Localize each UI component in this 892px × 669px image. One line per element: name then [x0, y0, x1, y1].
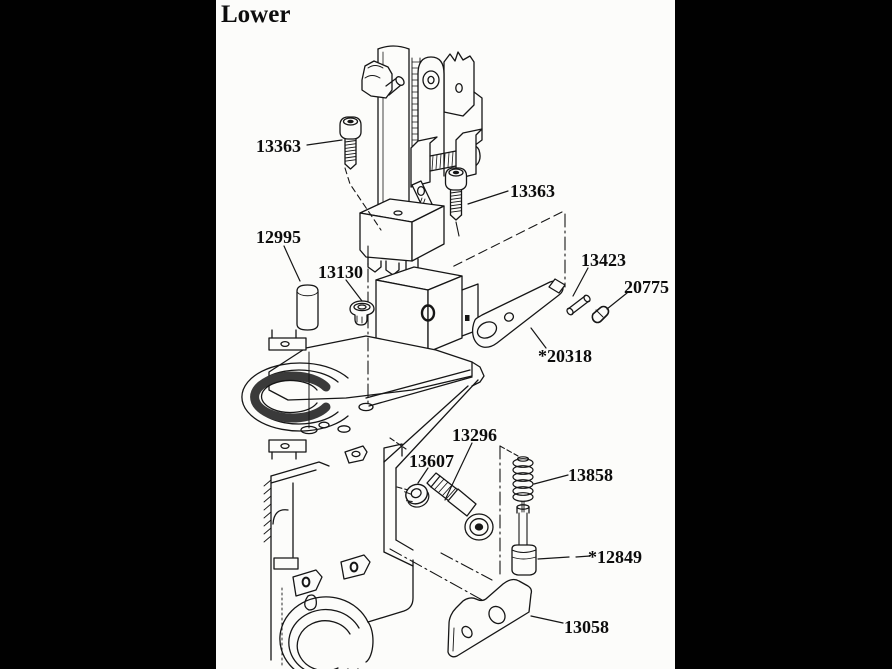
leader-13607: [417, 467, 429, 484]
part-label-12849: *12849: [588, 547, 642, 567]
exploded-diagram-svg: 13363 13363 12995 13130 13423 20775 *203…: [241, 45, 669, 669]
part-label-12995: 12995: [256, 227, 301, 247]
part-label-20318: *20318: [538, 346, 592, 366]
part-plate-13058: [447, 578, 533, 658]
callout-labels: 13363 13363 12995 13130 13423 20775 *203…: [256, 136, 669, 637]
leader-13058: [530, 615, 564, 624]
part-plunger-12849: [511, 504, 537, 576]
part-screw-13363-right: [444, 167, 468, 221]
leader-13363-left: [306, 139, 343, 146]
part-screw-13363-left: [339, 116, 362, 170]
diagram-canvas: Lower: [216, 0, 675, 669]
part-spacer-20775: [591, 305, 610, 324]
part-label-13607: 13607: [409, 451, 454, 471]
leader-13296: [444, 442, 473, 501]
leader-13423: [572, 267, 589, 297]
part-cap-13130: [349, 300, 375, 326]
part-link-20318: [471, 278, 566, 348]
part-label-13058: 13058: [564, 617, 609, 637]
part-label-13423: 13423: [581, 250, 626, 270]
centerlines: [344, 167, 519, 607]
leader-13363-right: [467, 190, 509, 205]
parts: [296, 116, 610, 658]
leader-20318: [530, 327, 547, 349]
leader-12849: [537, 555, 591, 560]
part-pin-13423: [566, 294, 591, 316]
part-label-20775: 20775: [624, 277, 669, 297]
callout-leader-lines: [283, 139, 628, 624]
part-label-13363-right: 13363: [510, 181, 555, 201]
part-spring-13858: [512, 456, 534, 513]
part-label-13130: 13130: [318, 262, 363, 282]
leader-13858: [533, 474, 569, 485]
part-bolt-13296: [426, 472, 494, 541]
leader-20775: [606, 292, 628, 310]
leader-13130: [345, 279, 363, 302]
part-label-13296: 13296: [452, 425, 497, 445]
leader-12995: [283, 245, 301, 282]
part-washer-13607: [404, 483, 430, 508]
part-label-13858: 13858: [568, 465, 613, 485]
press-body-linework: [241, 45, 566, 669]
part-label-13363-left: 13363: [256, 136, 301, 156]
page-title: Lower: [221, 1, 291, 28]
part-pin-12995: [296, 284, 319, 331]
